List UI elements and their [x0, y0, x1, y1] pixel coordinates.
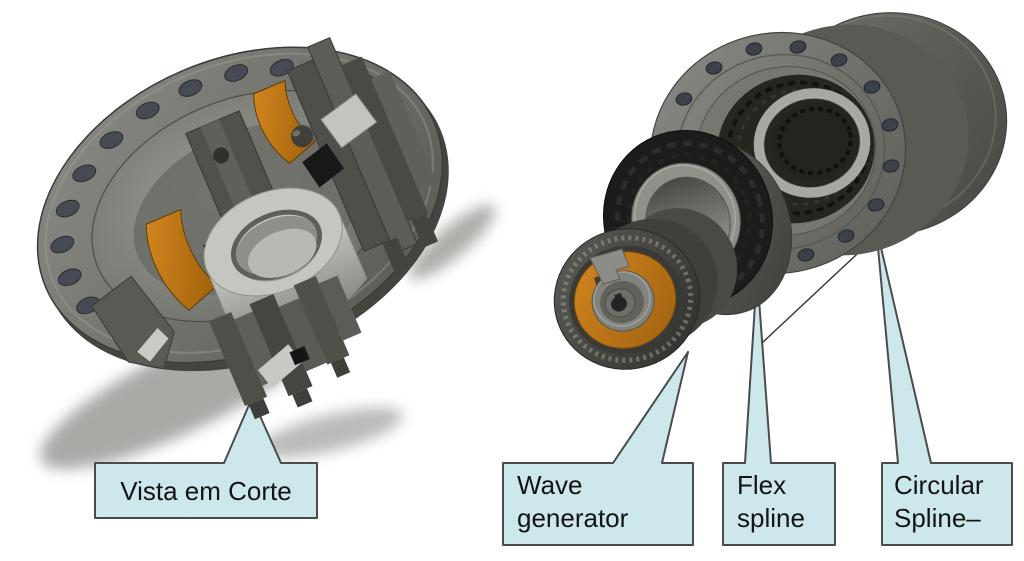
shadow-blob: [257, 407, 403, 459]
bolt-hole: [867, 198, 885, 212]
callout-wave-generator-label: Wave generator: [517, 470, 629, 533]
circular-spline-model: [649, 12, 1008, 275]
cut-block: [293, 276, 350, 365]
shaft-hole: [611, 296, 627, 312]
cut-block: [249, 294, 313, 397]
cut-block: [371, 70, 438, 192]
hub-hole: [213, 147, 230, 164]
bolt-hole: [135, 101, 160, 120]
bearing-race-orange: [145, 208, 219, 311]
bolt-hole: [745, 42, 763, 56]
cut-fin: [292, 388, 313, 408]
cut-fin: [330, 357, 351, 378]
shadow-blob: [408, 204, 496, 280]
bolt-hole: [178, 79, 203, 97]
bolt-hole: [837, 229, 855, 243]
cut-fin: [411, 213, 439, 248]
bolt-hole: [675, 92, 693, 106]
silver-block: [320, 93, 378, 149]
callout-vista-label: Vista em Corte: [120, 475, 292, 506]
callout-flex-spline-label: Flex spline: [737, 470, 805, 533]
bore-bright-ring: [753, 88, 871, 198]
bolt-hole: [50, 235, 75, 254]
callout-flex-spline-shape: [722, 271, 836, 546]
bearing-balls-texture: [560, 235, 694, 363]
bolt-hole: [99, 131, 124, 149]
bolt-hole: [882, 159, 900, 173]
cross-section: [90, 36, 439, 420]
callout-wave-generator-shape: [502, 351, 694, 546]
oldham-tab: [589, 248, 630, 285]
cut-block: [209, 311, 268, 407]
bearing-ball-glint: [292, 130, 301, 137]
silver-sliver: [137, 328, 169, 362]
bolt-hole: [863, 80, 881, 94]
callout-vista-shape: [94, 397, 318, 519]
bore-light: [248, 228, 317, 278]
cutaway-model: [36, 36, 449, 420]
callouts: [94, 225, 1013, 546]
bolt-hole: [797, 248, 815, 262]
bolt-hole: [72, 164, 97, 183]
cut-block: [318, 275, 362, 341]
cut-block: [341, 56, 429, 222]
bolt-hole: [881, 118, 899, 132]
bore-hole: [772, 101, 858, 181]
cut-fin: [248, 398, 270, 420]
keyway: [614, 292, 623, 301]
callout-circular-spline-shape: [875, 225, 1013, 546]
seal-black: [289, 346, 310, 366]
teeth-texture: [777, 106, 853, 176]
cut-fin: [382, 237, 411, 275]
callout-circular-spline-label: Circular Spline–: [894, 470, 984, 533]
bolt-hole: [224, 64, 249, 82]
bolt-hole: [55, 199, 80, 218]
bore-bright-edge: [762, 96, 862, 190]
teeth-texture: [626, 153, 752, 285]
bolt-hole: [705, 61, 723, 75]
seal-black: [302, 143, 344, 188]
exploded-view: [553, 12, 1008, 370]
bolt-hole: [57, 268, 82, 287]
cut-block: [278, 298, 327, 372]
bolt-hole: [789, 40, 807, 54]
bolt-hole: [830, 53, 848, 67]
wave-generator-model: [553, 208, 738, 370]
